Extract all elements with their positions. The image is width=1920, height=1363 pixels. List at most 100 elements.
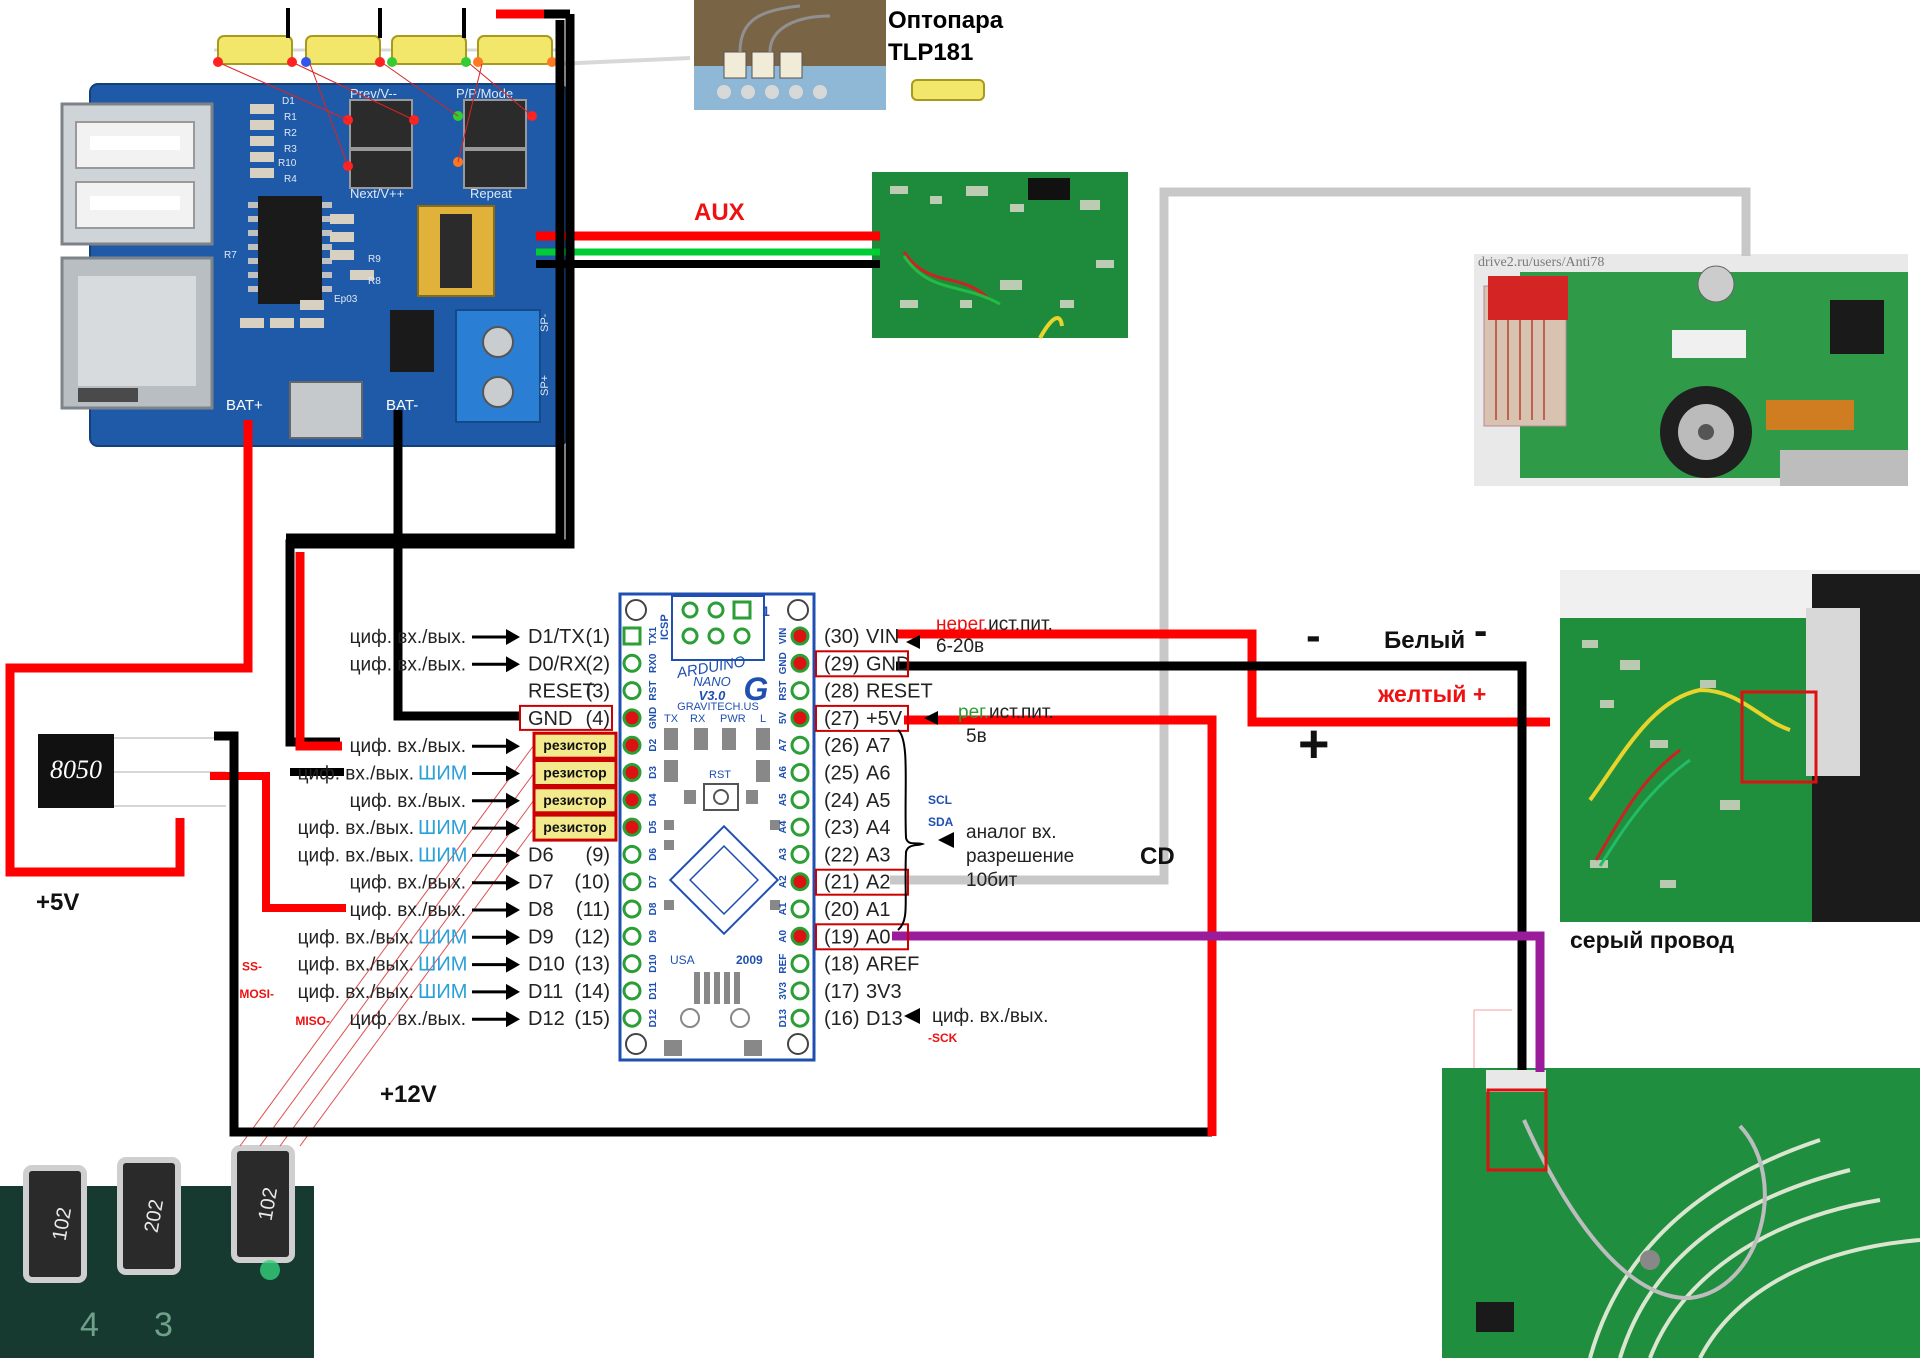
right-pin-num: (29) [824, 653, 860, 675]
right-pin-name: 3V3 [866, 981, 902, 1003]
mp3-label-r10: R10 [278, 158, 297, 169]
nano-text-gravitech: GRAVITECH.US [677, 701, 759, 713]
pin-desc-label: циф. вх./вых. [350, 791, 466, 812]
pin-arrow-head [506, 1011, 520, 1028]
right-pin-num: (16) [824, 1008, 860, 1030]
nano-silk-right: GND [778, 652, 789, 674]
mp3-label-r1: R1 [284, 112, 297, 123]
nano-text-pwr: PWR [720, 713, 746, 725]
analog-arrow [938, 832, 954, 848]
smd-silk-2: 3 [154, 1306, 173, 1344]
vin-note-red: нерег. [936, 614, 988, 635]
pin-desc-label: циф. вх./вых. [350, 654, 466, 675]
resistor-box [532, 813, 618, 842]
mp3-label-r9: R9 [368, 254, 381, 265]
pin-arrow-head [506, 929, 520, 946]
resistor-box [532, 731, 618, 760]
pin-arrow-head [506, 765, 520, 782]
right-pin-num: (22) [824, 844, 860, 866]
right-pin-name: A6 [866, 763, 890, 785]
drive-watermark: drive2.ru/users/Anti78 [1478, 255, 1604, 270]
nano-silk-right: A0 [778, 929, 789, 942]
wire-red-vin [896, 629, 1550, 727]
v5-note-line2: 5в [966, 726, 987, 747]
nano-silk-right: D13 [778, 1009, 789, 1028]
nano-pin-left [622, 899, 642, 919]
nano-pin-right [790, 844, 810, 864]
nano-silk-right: A4 [778, 820, 789, 833]
right-pin-highlight [815, 868, 909, 896]
label-white-minus: - [1474, 609, 1487, 653]
nano-pin-right [790, 681, 810, 701]
nano-text-usa: USA [670, 953, 695, 967]
terminal-block [455, 309, 541, 423]
right-pin-num: (18) [824, 954, 860, 976]
nano-pin-right [790, 735, 810, 755]
resistor-box [532, 759, 618, 787]
right-pin-name: A5 [866, 790, 890, 812]
mp3-module: Prev/V-- P/P/Mode Next/V++ Repeat D1 R1 … [60, 83, 567, 447]
right-pin-name: D13 [866, 1008, 903, 1030]
nano-pin-right [790, 872, 810, 892]
label-yellow: желтый + [1377, 681, 1486, 707]
nano-pin-left [622, 817, 642, 837]
gnd-pin-highlight [519, 704, 613, 731]
sck-label: -SCK [928, 1031, 958, 1045]
pin-name-label: D12 [528, 1008, 565, 1030]
nano-pin-right [790, 899, 810, 919]
pin-desc-label: циф. вх./вых. [298, 927, 414, 948]
nano-pin-right [790, 817, 810, 837]
pin-desc-label: циф. вх./вых. [350, 627, 466, 648]
nano-silk-right: VIN [778, 628, 789, 645]
pin-num-label: (2) [586, 653, 610, 675]
pin-arrow-head [506, 874, 520, 891]
pin-num-label: (15) [574, 1008, 610, 1030]
nano-silk-left: D5 [648, 820, 659, 833]
right-pin-num: (20) [824, 899, 860, 921]
right-pin-name: A0 [866, 926, 890, 948]
nano-silk-right: A7 [778, 738, 789, 751]
wire-purple-a0 [892, 931, 1545, 1072]
right-pcb-photo [1560, 570, 1920, 922]
pin-desc-label: циф. вх./вых. [350, 873, 466, 894]
gray-wire-label: серый провод [1570, 927, 1734, 953]
nano-pin-left [622, 708, 642, 728]
right-pin-num: (30) [824, 626, 860, 648]
pin-desc-label: циф. вх./вых. [298, 764, 414, 785]
nano-silk-right: 3V3 [778, 982, 789, 1000]
vin-note-rest: ист.пит. [988, 614, 1053, 635]
pin-num-label: (10) [574, 872, 610, 894]
label-white: Белый [1384, 627, 1465, 654]
nano-text-tx: TX [664, 713, 679, 725]
icsp-num: 1 [762, 603, 770, 619]
mp3-label-r3: R3 [284, 144, 297, 155]
nano-silk-left: D2 [648, 738, 659, 751]
nano-pin-left [622, 872, 642, 892]
usb-port [60, 102, 214, 246]
nano-silk-right: A2 [778, 875, 789, 888]
wire-bat-plus [5, 420, 253, 877]
optocoupler-title-2: TLP181 [888, 39, 973, 66]
wire-bat-minus [393, 410, 520, 721]
pin-prefix-label: MISO- [295, 1014, 330, 1028]
pin-arrow-head [506, 847, 520, 864]
resistor-label: резистор [543, 819, 606, 835]
optocoupler-photo [694, 0, 886, 110]
mp3-label-r2: R2 [284, 128, 297, 139]
nano-pin-right [790, 954, 810, 974]
nano-text-l: L [760, 713, 766, 725]
vin-note-line1: нерег.ист.пит. [936, 614, 1053, 635]
smd-resistors-photo: 102 202 102 4 3 [0, 1145, 314, 1358]
left-pin-labels: циф. вх./вых.D1/TX(1)циф. вх./вых.D0/RX(… [239, 626, 613, 1030]
pin-desc-label: циф. вх./вых. [298, 982, 414, 1003]
label-plus12v: +12V [380, 1081, 437, 1108]
pin-arrow-head [506, 956, 520, 973]
pin-arrow-head [506, 820, 520, 837]
nano-pin-left [622, 735, 642, 755]
icsp-label: ICSP [659, 614, 671, 640]
pin-pwm-label: ШИМ [418, 954, 467, 976]
pin-desc-label: циф. вх./вых. [350, 1009, 466, 1030]
nano-logo: G [744, 671, 769, 707]
